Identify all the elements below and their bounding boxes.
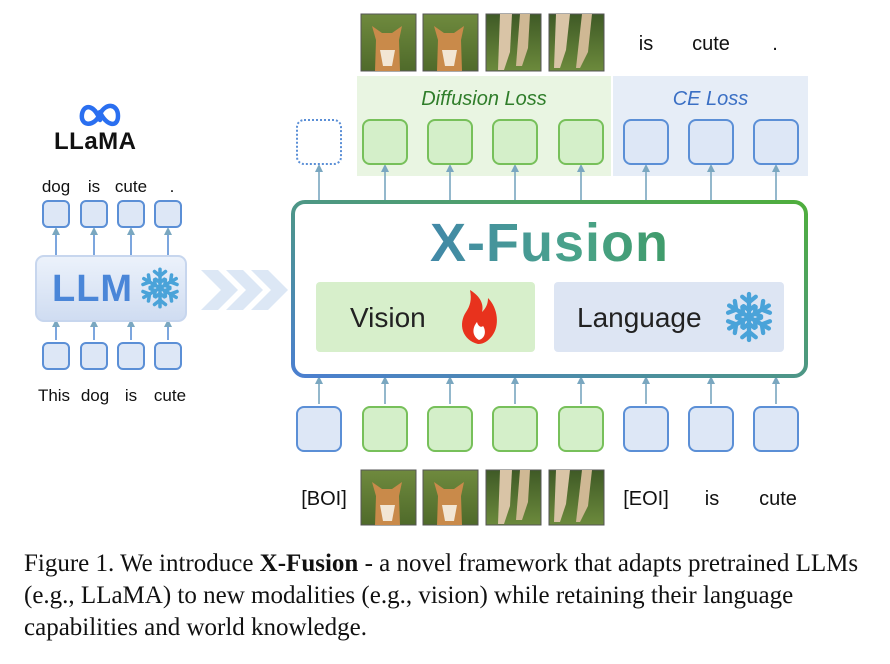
output-text-token: is bbox=[638, 33, 654, 55]
input-image-token bbox=[362, 406, 408, 452]
llm-output-word: dog bbox=[41, 177, 71, 196]
output-image-token bbox=[558, 119, 604, 165]
llm-input-word: This bbox=[37, 386, 71, 405]
output-token-placeholder bbox=[296, 119, 342, 165]
output-text-token-box bbox=[753, 119, 799, 165]
llm-output-token bbox=[42, 200, 70, 228]
llm-input-word: is bbox=[124, 386, 138, 405]
input-text-token-box bbox=[753, 406, 799, 452]
llm-input-word: dog bbox=[80, 386, 110, 405]
llm-input-token bbox=[154, 342, 182, 370]
input-boi-token-box bbox=[296, 406, 342, 452]
x-fusion-title: X-Fusion bbox=[293, 212, 806, 274]
output-text-token: cute bbox=[692, 33, 730, 55]
boi-label: [BOI] bbox=[301, 488, 347, 510]
vision-label: Vision bbox=[350, 302, 426, 333]
meta-logo-icon bbox=[79, 103, 121, 126]
output-image-token bbox=[362, 119, 408, 165]
input-images bbox=[360, 469, 605, 526]
input-image-token bbox=[558, 406, 604, 452]
caption-prefix: Figure 1. We introduce bbox=[24, 550, 260, 577]
input-text-token: is bbox=[704, 488, 720, 510]
input-eoi-token-box bbox=[623, 406, 669, 452]
llm-input-word: cute bbox=[153, 386, 187, 405]
llm-output-word: cute bbox=[114, 177, 148, 196]
llm-output-token bbox=[154, 200, 182, 228]
output-text-token-box bbox=[623, 119, 669, 165]
llm-output-token bbox=[80, 200, 108, 228]
language-label: Language bbox=[577, 302, 702, 333]
llm-input-token bbox=[80, 342, 108, 370]
llm-label: LLM bbox=[52, 268, 134, 310]
diagram-canvas bbox=[35, 13, 808, 526]
caption-bold-term: X-Fusion bbox=[259, 550, 359, 577]
llm-input-token bbox=[117, 342, 145, 370]
input-arrows bbox=[315, 376, 780, 404]
input-text-token: cute bbox=[759, 488, 797, 510]
output-image-token bbox=[427, 119, 473, 165]
output-text-token: . bbox=[772, 33, 778, 55]
output-arrows bbox=[315, 164, 780, 200]
output-images bbox=[360, 13, 605, 72]
llm-input-token bbox=[42, 342, 70, 370]
llm-output-word: . bbox=[169, 177, 175, 196]
llm-output-token bbox=[117, 200, 145, 228]
llm-block bbox=[35, 255, 187, 322]
chevron-arrows-icon bbox=[201, 270, 288, 310]
input-image-token bbox=[427, 406, 473, 452]
output-text-token-box bbox=[688, 119, 734, 165]
output-image-token bbox=[492, 119, 538, 165]
figure-caption: Figure 1. We introduce X-Fusion - a nove… bbox=[24, 548, 864, 644]
llm-output-word: is bbox=[87, 177, 101, 196]
input-text-token-box bbox=[688, 406, 734, 452]
diffusion-loss-label: Diffusion Loss bbox=[421, 88, 547, 110]
caption-suffix: - a novel framework that adapts pretrain… bbox=[24, 550, 859, 641]
llama-logo-text: LLaMA bbox=[54, 128, 137, 155]
ce-loss-label: CE Loss bbox=[672, 88, 749, 110]
language-module bbox=[554, 282, 784, 352]
input-image-token bbox=[492, 406, 538, 452]
eoi-label: [EOI] bbox=[623, 488, 669, 510]
flame-icon bbox=[462, 290, 497, 344]
